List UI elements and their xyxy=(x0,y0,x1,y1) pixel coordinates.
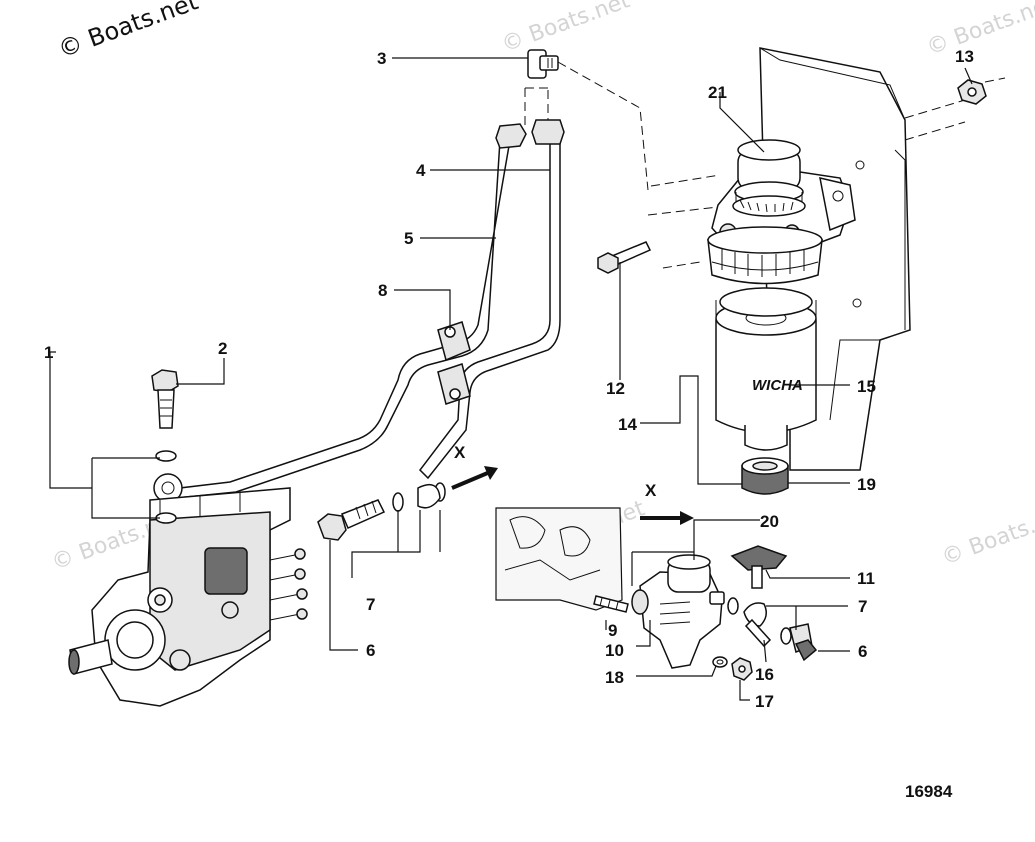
figure-number: 16984 xyxy=(905,782,953,801)
callout-8: 8 xyxy=(378,281,387,300)
view-x-label-upper: X xyxy=(454,443,466,462)
engine-block-section xyxy=(495,507,623,611)
callout-5: 5 xyxy=(404,229,413,248)
callout-numbers: 1 2 3 4 5 6 6 7 7 8 9 10 11 12 13 14 15 … xyxy=(44,47,974,711)
filter-cartridge: WICHA xyxy=(715,287,817,451)
callout-16: 16 xyxy=(755,665,774,684)
mounting-bolt-12 xyxy=(597,241,652,274)
callout-1: 1 xyxy=(44,343,53,362)
stud-9 xyxy=(593,595,629,613)
callout-6-right: 6 xyxy=(858,642,867,661)
elbow-fitting xyxy=(527,49,559,79)
callout-14: 14 xyxy=(618,415,637,434)
callout-17: 17 xyxy=(755,692,774,711)
view-x-arrow-lower: X xyxy=(640,481,694,525)
callout-12: 12 xyxy=(606,379,625,398)
banjo-bolt-2 xyxy=(151,369,179,524)
injection-pump xyxy=(68,487,308,707)
filter-ring xyxy=(707,226,823,285)
gasket-11 xyxy=(730,545,788,589)
watermark-main: © Boats.net xyxy=(54,0,201,64)
callout-13: 13 xyxy=(955,47,974,66)
sealing-washers-left xyxy=(392,482,446,512)
callout-15: 15 xyxy=(857,377,876,396)
fuel-lift-pump xyxy=(631,554,725,669)
callout-10: 10 xyxy=(605,641,624,660)
line-clamp xyxy=(437,321,471,405)
watermark-faint-top-right: © Boats.net xyxy=(924,0,1035,61)
view-x-arrow-upper: X xyxy=(451,443,498,490)
callout-18: 18 xyxy=(605,668,624,687)
callout-11: 11 xyxy=(857,569,875,588)
watermark-faint-top: © Boats.net xyxy=(499,0,634,58)
filter-brand-label: WICHA xyxy=(752,377,803,394)
callout-6-left: 6 xyxy=(366,641,375,660)
nut-13 xyxy=(957,79,987,105)
callout-4: 4 xyxy=(416,161,426,180)
callout-3: 3 xyxy=(377,49,386,68)
callout-7-left: 7 xyxy=(366,595,375,614)
nut-17 xyxy=(731,657,753,681)
callout-21: 21 xyxy=(708,83,727,102)
banjo-fitting-right xyxy=(727,597,818,662)
leader-lines xyxy=(49,57,973,701)
washer-18 xyxy=(712,656,728,668)
banjo-bolt-left xyxy=(317,499,386,541)
watermark-faint-right: © Boats.net xyxy=(939,501,1035,571)
fuel-filter-head xyxy=(711,139,856,251)
fuel-lines xyxy=(153,119,565,503)
callout-19: 19 xyxy=(857,475,876,494)
callout-2: 2 xyxy=(218,339,227,358)
filter-drain-plug xyxy=(741,457,789,495)
callout-20: 20 xyxy=(760,512,779,531)
callout-7-right: 7 xyxy=(858,597,867,616)
callout-9: 9 xyxy=(608,621,617,640)
view-x-label-lower: X xyxy=(645,481,657,500)
